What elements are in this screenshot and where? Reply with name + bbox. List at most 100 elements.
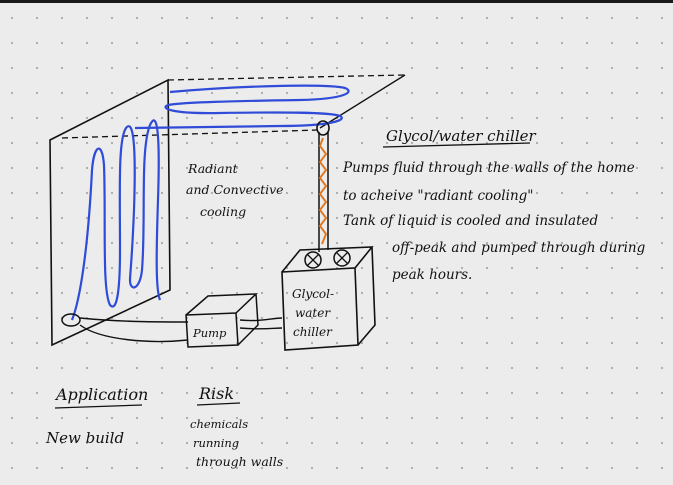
grid-dot: [10, 441, 14, 445]
grid-dot: [435, 241, 439, 245]
grid-dot: [585, 166, 589, 170]
grid-dot: [635, 291, 639, 295]
grid-dot: [460, 241, 464, 245]
application-underline: [54, 404, 143, 409]
grid-dot: [385, 441, 389, 445]
risk-underline: [196, 402, 241, 406]
grid-dot: [35, 416, 39, 420]
grid-dot: [310, 441, 314, 445]
grid-dot: [260, 416, 264, 420]
grid-dot: [210, 291, 214, 295]
grid-dot: [610, 191, 614, 195]
grid-dot: [435, 316, 439, 320]
grid-dot: [185, 166, 189, 170]
grid-dot: [585, 141, 589, 145]
grid-dot: [235, 66, 239, 70]
grid-dot: [510, 216, 514, 220]
room-label-line-2: and Convective: [186, 182, 284, 197]
grid-dot: [385, 166, 389, 170]
grid-dot: [210, 141, 214, 145]
grid-dot: [10, 66, 14, 70]
grid-dot: [10, 266, 14, 270]
wall-inlet-loop: [61, 313, 81, 327]
grid-dot: [10, 141, 14, 145]
grid-dot: [185, 91, 189, 95]
room-label-line-3: cooling: [200, 204, 246, 219]
grid-dot: [135, 66, 139, 70]
grid-dot: [360, 441, 364, 445]
grid-dot: [460, 216, 464, 220]
grid-dot: [135, 366, 139, 370]
grid-dot: [660, 16, 664, 20]
grid-dot: [135, 391, 139, 395]
grid-dot: [85, 341, 89, 345]
grid-dot: [585, 41, 589, 45]
grid-dot: [460, 141, 464, 145]
grid-dot: [360, 191, 364, 195]
grid-dot: [410, 341, 414, 345]
grid-dot: [485, 316, 489, 320]
grid-dot: [210, 316, 214, 320]
grid-dot: [160, 266, 164, 270]
grid-dot: [585, 466, 589, 470]
grid-dot: [660, 441, 664, 445]
grid-dot: [310, 341, 314, 345]
grid-dot: [485, 116, 489, 120]
grid-dot: [460, 466, 464, 470]
grid-dot: [410, 116, 414, 120]
description-line-5: peak hours.: [392, 267, 472, 283]
grid-dot: [285, 341, 289, 345]
grid-dot: [585, 266, 589, 270]
grid-dot: [60, 241, 64, 245]
grid-dot: [210, 366, 214, 370]
grid-dot: [135, 216, 139, 220]
grid-dot: [210, 441, 214, 445]
grid-dot: [585, 341, 589, 345]
grid-dot: [160, 466, 164, 470]
grid-dot: [360, 291, 364, 295]
grid-dot: [310, 216, 314, 220]
grid-dot: [635, 466, 639, 470]
grid-dot: [485, 466, 489, 470]
grid-dot: [410, 91, 414, 95]
grid-dot: [360, 341, 364, 345]
grid-dot: [410, 441, 414, 445]
grid-dot: [460, 16, 464, 20]
grid-dot: [160, 216, 164, 220]
grid-dot: [310, 391, 314, 395]
grid-dot: [510, 116, 514, 120]
grid-dot: [235, 266, 239, 270]
grid-dot: [460, 441, 464, 445]
grid-dot: [210, 266, 214, 270]
grid-dot: [535, 66, 539, 70]
chiller-label-line-1: Glycol-: [292, 287, 334, 301]
grid-dot: [110, 91, 114, 95]
grid-dot: [285, 141, 289, 145]
grid-dot: [135, 191, 139, 195]
grid-dot: [110, 341, 114, 345]
grid-dot: [560, 16, 564, 20]
ceiling-front-edge: [61, 129, 319, 139]
grid-dot: [110, 166, 114, 170]
grid-dot: [485, 391, 489, 395]
grid-dot: [85, 16, 89, 20]
grid-dot: [185, 191, 189, 195]
grid-dot: [185, 41, 189, 45]
grid-dot: [310, 291, 314, 295]
grid-dot: [660, 191, 664, 195]
grid-dot: [60, 116, 64, 120]
grid-dot: [635, 41, 639, 45]
application-title: Application: [54, 385, 148, 404]
grid-dot: [535, 241, 539, 245]
grid-dot: [485, 66, 489, 70]
grid-dot: [510, 66, 514, 70]
grid-dot: [185, 466, 189, 470]
grid-dot: [335, 216, 339, 220]
grid-dot: [35, 441, 39, 445]
grid-dot: [610, 291, 614, 295]
grid-dot: [610, 341, 614, 345]
grid-dot: [235, 91, 239, 95]
grid-dot: [185, 241, 189, 245]
grid-dot: [210, 416, 214, 420]
grid-dot: [160, 16, 164, 20]
